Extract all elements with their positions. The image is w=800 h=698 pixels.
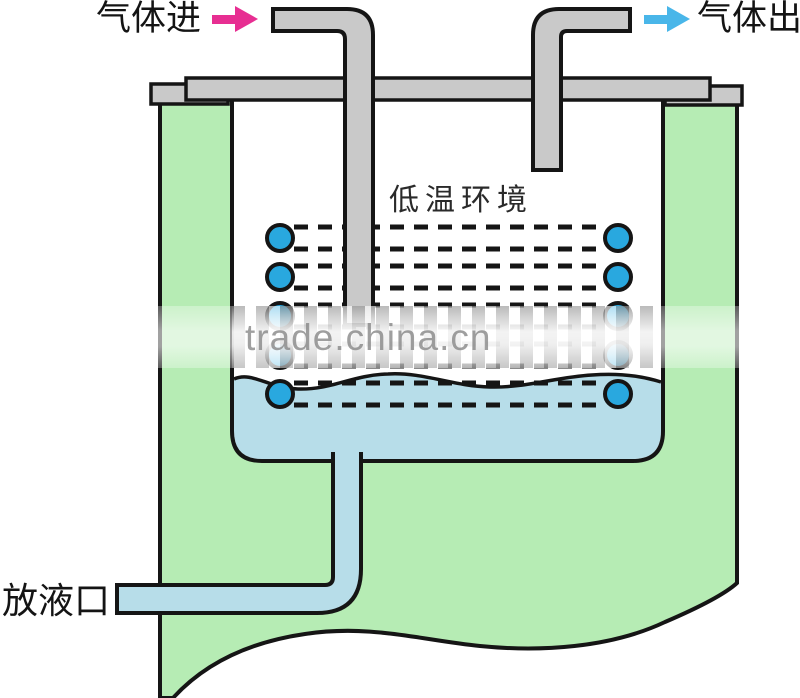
arrow-head	[235, 6, 258, 32]
gas-outlet-pipe	[531, 7, 632, 172]
arrow-tail	[212, 14, 235, 24]
coil-bend-left	[265, 262, 295, 292]
gas-in-arrow-icon	[212, 6, 258, 32]
drain-pipe-fill	[117, 452, 361, 613]
arrow-head	[667, 6, 690, 32]
watermark-blur-streaks	[232, 306, 660, 368]
coil-bend-left	[265, 379, 295, 409]
coil-bend-right	[603, 262, 633, 292]
coil-bend-right	[603, 379, 633, 409]
condensed-liquid	[234, 373, 661, 459]
coil-bend-right	[603, 223, 633, 253]
inner-vessel-outline	[230, 86, 665, 463]
arrow-tail	[644, 14, 667, 24]
environment-label: 低温环境	[389, 184, 533, 217]
coil-row-5	[265, 379, 633, 409]
drain-junction	[337, 453, 357, 465]
drain-pipe-outline	[115, 452, 363, 615]
watermark-band: trade.china.cn	[150, 306, 742, 368]
gas-out-label: 气体出	[697, 0, 800, 38]
drain-port-label: 放液口	[2, 580, 111, 621]
lid-bar	[184, 76, 712, 102]
gas-out-arrow-icon	[644, 6, 690, 32]
gas-in-label: 气体进	[96, 0, 202, 38]
watermark-text: trade.china.cn	[245, 317, 492, 358]
liquid-surface-line	[233, 372, 662, 391]
coil-bend-left	[265, 223, 295, 253]
